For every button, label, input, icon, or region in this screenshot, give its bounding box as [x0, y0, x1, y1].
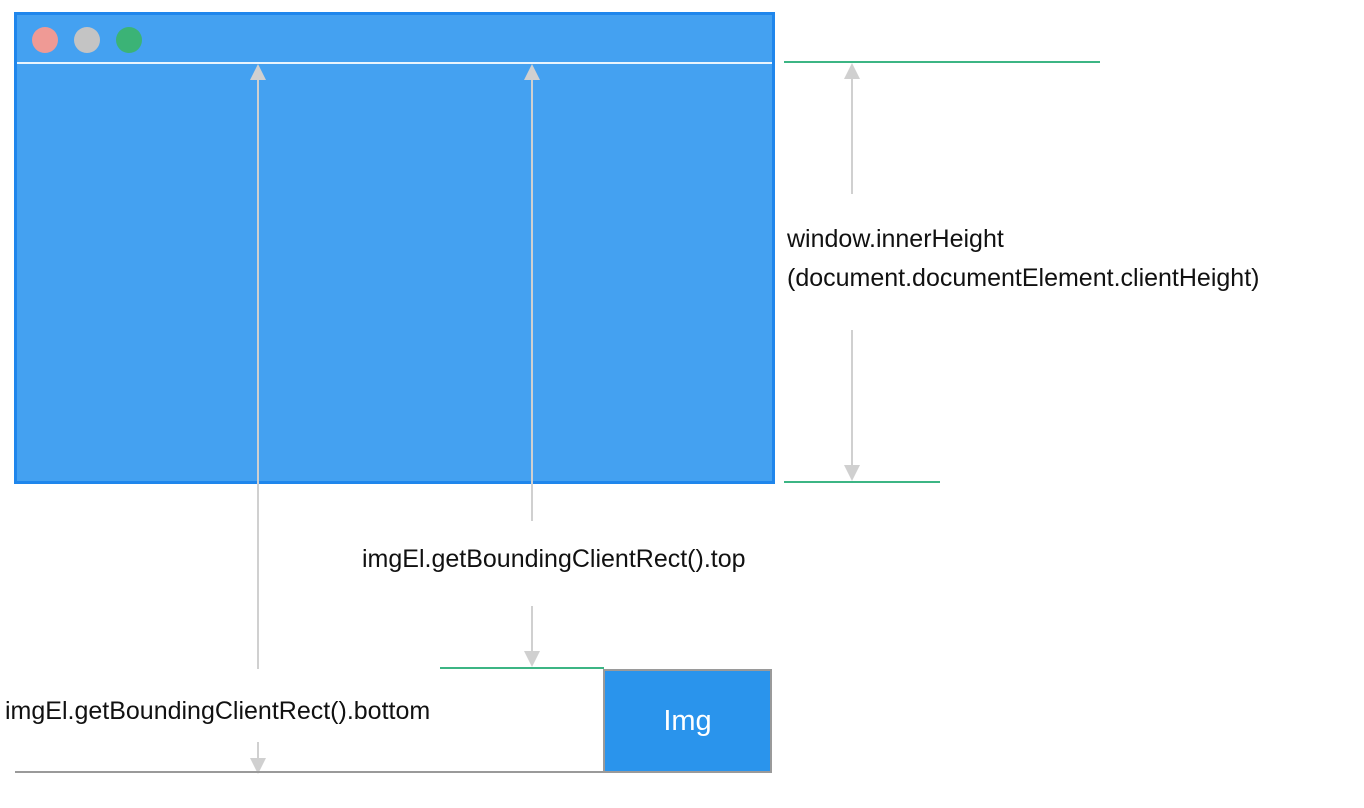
rect-bottom-arrow-down-icon [250, 758, 266, 774]
inner-height-arrow-down-icon [844, 465, 860, 481]
minimize-dot-icon [74, 27, 100, 53]
title-bar-divider [17, 62, 772, 64]
img-bottom-baseline [15, 771, 605, 773]
browser-window [14, 12, 775, 484]
rect-bottom-arrow-upper-line [257, 79, 259, 669]
close-dot-icon [32, 27, 58, 53]
viewport-bottom-guide-line [784, 481, 940, 483]
img-label: Img [663, 704, 712, 737]
client-height-label: (document.documentElement.clientHeight) [787, 264, 1260, 292]
maximize-dot-icon [116, 27, 142, 53]
rect-top-arrow-down-icon [524, 651, 540, 667]
inner-height-arrow-upper-line [851, 78, 853, 194]
rect-top-arrow-up-icon [524, 64, 540, 80]
viewport-top-guide-line [784, 61, 1100, 63]
inner-height-arrow-lower-line [851, 330, 853, 467]
rect-bottom-arrow-lower-line [257, 742, 259, 760]
inner-height-label: window.innerHeight [787, 225, 1004, 253]
rect-top-arrow-lower-line [531, 606, 533, 652]
img-box: Img [603, 669, 772, 773]
inner-height-arrow-up-icon [844, 63, 860, 79]
rect-bottom-arrow-up-icon [250, 64, 266, 80]
rect-top-label: imgEl.getBoundingClientRect().top [362, 545, 746, 573]
img-top-guide-line [440, 667, 604, 669]
rect-bottom-label: imgEl.getBoundingClientRect().bottom [5, 697, 431, 725]
rect-top-arrow-upper-line [531, 79, 533, 521]
